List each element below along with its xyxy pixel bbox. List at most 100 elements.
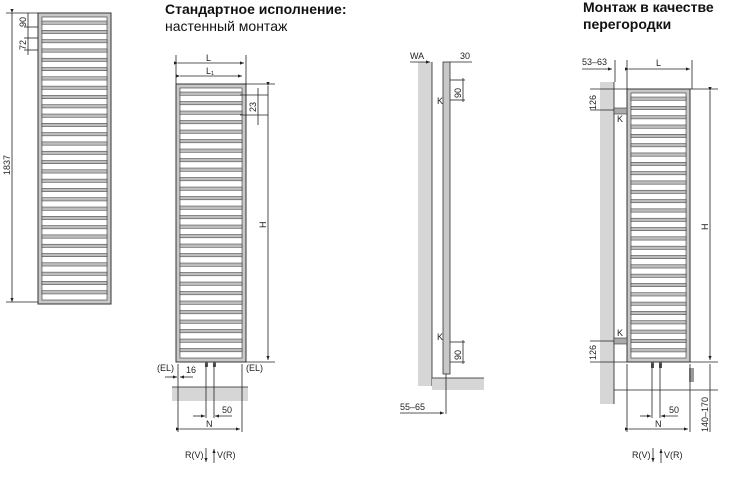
radiator-bar (179, 101, 243, 106)
radiator-bar (41, 104, 108, 109)
radiator-bar (630, 162, 687, 166)
height-dimension: 1837 (2, 155, 12, 175)
top-bracket-dimension: 90 (453, 88, 463, 98)
radiator-bar (41, 48, 108, 53)
n-label: N (655, 419, 662, 429)
partition-view: 53–63 L 126 K 126 K H 50 N 140–170 R(V) … (582, 57, 718, 463)
radiator-bar (179, 196, 243, 201)
radiator-bar (630, 152, 687, 157)
radiator-bar (630, 301, 687, 306)
partition-title: Монтаж в качестве (583, 0, 714, 15)
radiator-bar (630, 264, 687, 269)
side-view: WA 30 90 K 90 K 55–65 (400, 51, 484, 415)
k-bottom-label: K (437, 332, 443, 342)
radiator-bar (41, 243, 108, 248)
radiator-bar (41, 141, 108, 146)
radiator-bar (179, 158, 243, 163)
wall-distance-dimension: 55–65 (400, 402, 425, 412)
radiator-bar (41, 160, 108, 165)
front-view-radiator: 1837 90 72 (2, 9, 112, 305)
radiator-bar (179, 129, 243, 134)
radiator-bar (41, 225, 108, 230)
radiator-bar (179, 291, 243, 296)
radiator-bar (179, 167, 243, 172)
radiator-bar (630, 329, 687, 334)
length-label: L (656, 58, 661, 68)
length-label: L (206, 53, 211, 63)
depth-dimension: 30 (460, 51, 470, 61)
radiator-bar (630, 199, 687, 204)
radiator-bar (630, 348, 687, 353)
el-right-label: (EL) (246, 363, 263, 373)
partition-subtitle: перегородки (583, 16, 671, 32)
radiator-bar (630, 115, 687, 120)
radiator-bar (179, 224, 243, 229)
bar-pitch-dimension: 72 (18, 40, 28, 50)
radiator-bar (41, 262, 108, 267)
length-l1-label: L₁ (206, 66, 214, 76)
wall-mount-subtitle: настенный монтаж (165, 18, 288, 34)
radiator-bar (179, 253, 243, 258)
radiator-bar (41, 169, 108, 174)
radiator-bar (630, 171, 687, 176)
wall-mount-view: L L₁ 23 H (EL) (EL) 16 50 N R(V) V(R) (157, 53, 275, 463)
radiator-bar (630, 143, 687, 148)
radiator-bar (179, 329, 243, 334)
radiator-bar (179, 281, 243, 286)
side-offset-dimension: 16 (186, 365, 196, 375)
radiator-bar (41, 188, 108, 192)
wa-label: WA (410, 51, 424, 61)
radiator-bar (179, 177, 243, 182)
radiator-bar (630, 255, 687, 259)
flow-label: V(R) (217, 450, 236, 460)
bottom-bracket-dimension: 90 (453, 350, 463, 360)
radiator-bar (41, 30, 108, 34)
top-bracket-dimension: 126 (588, 95, 598, 110)
radiator-bar (41, 67, 108, 72)
radiator-bar (179, 348, 243, 353)
radiator-bar (630, 180, 687, 185)
radiator-bar (179, 120, 243, 125)
radiator-bar (41, 271, 108, 276)
radiator-bar (41, 234, 108, 239)
radiator-bar (630, 208, 687, 213)
k-bottom-label: K (617, 328, 623, 338)
radiator-bar (41, 76, 108, 81)
k-top-label: K (437, 96, 443, 106)
radiator-bar (179, 186, 243, 191)
radiator-bar (630, 311, 687, 315)
radiator-bar (630, 339, 687, 343)
radiator-bar (41, 150, 108, 155)
offset-dimension: 53–63 (582, 57, 607, 67)
radiator-bar (630, 292, 687, 297)
radiator-bar (41, 206, 108, 211)
top-offset-dimension: 23 (248, 102, 258, 112)
radiator-bar (179, 262, 243, 267)
flow-label: V(R) (664, 450, 683, 460)
floor-height-dimension: 140–170 (700, 397, 710, 432)
radiator-bar (41, 290, 108, 295)
radiator-bar (41, 197, 108, 202)
n-label: N (206, 419, 213, 429)
radiator-bar (179, 148, 243, 153)
radiator-bar (41, 20, 108, 25)
radiator-bar (41, 57, 108, 62)
radiator-bar (41, 216, 108, 220)
radiator-bar (179, 205, 243, 210)
return-label: R(V) (632, 450, 651, 460)
radiator-bar (630, 273, 687, 278)
radiator-bar (179, 110, 243, 115)
el-left-label: (EL) (157, 363, 174, 373)
radiator-bar (630, 106, 687, 110)
radiator-bar (41, 85, 108, 90)
radiator-bar (179, 139, 243, 144)
k-top-label: K (617, 114, 623, 124)
radiator-bar (41, 95, 108, 99)
radiator-bar (179, 91, 243, 96)
top-gap-dimension: 90 (18, 17, 28, 27)
radiator-bar (630, 189, 687, 194)
radiator-bar (41, 253, 108, 258)
radiator-bar (41, 281, 108, 285)
radiator-bar (41, 178, 108, 183)
